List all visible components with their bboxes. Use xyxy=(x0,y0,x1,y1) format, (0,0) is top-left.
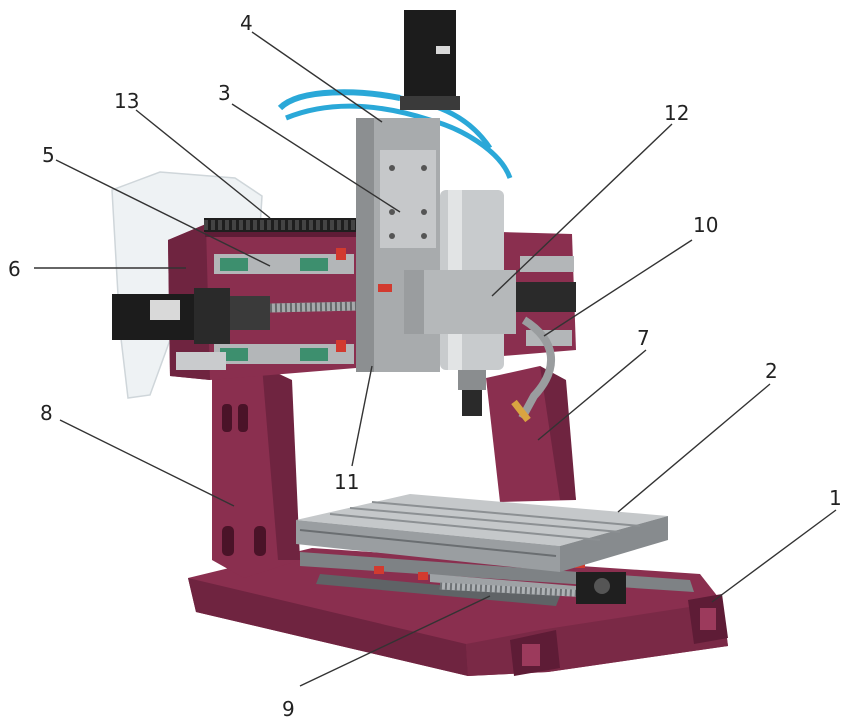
svg-text:11: 11 xyxy=(334,470,359,494)
x-linear-rail-upper xyxy=(214,248,354,274)
gantry-left-fittings xyxy=(176,236,226,370)
svg-text:8: 8 xyxy=(40,401,53,425)
callout-2: 2 xyxy=(617,359,778,513)
svg-text:7: 7 xyxy=(637,326,650,350)
svg-text:12: 12 xyxy=(664,101,689,125)
svg-text:5: 5 xyxy=(42,143,55,167)
svg-text:13: 13 xyxy=(114,89,139,113)
spindle xyxy=(404,190,516,416)
y-axis-rails xyxy=(300,552,694,606)
callout-7: 7 xyxy=(537,326,650,441)
callout-5: 5 xyxy=(42,143,271,267)
svg-text:9: 9 xyxy=(282,697,295,721)
callout-1: 1 xyxy=(711,486,841,603)
x-ballscrew xyxy=(269,301,361,313)
callout-3: 3 xyxy=(218,81,401,213)
callout-8: 8 xyxy=(40,401,235,507)
svg-text:3: 3 xyxy=(218,81,231,105)
callout-12: 12 xyxy=(491,101,689,297)
drag-chain xyxy=(204,218,356,232)
worktable xyxy=(296,494,668,572)
callout-4: 4 xyxy=(240,11,383,123)
x-servo-motor xyxy=(112,288,270,344)
x-linear-rail-lower xyxy=(214,340,354,364)
svg-text:10: 10 xyxy=(693,213,718,237)
svg-text:4: 4 xyxy=(240,11,253,35)
callouts: 1 2 3 4 5 6 7 8 xyxy=(8,11,841,721)
svg-text:2: 2 xyxy=(765,359,778,383)
callout-11: 11 xyxy=(334,365,373,494)
coolant-nozzle xyxy=(511,316,556,423)
z-stepper-motor xyxy=(400,10,460,110)
machine-illustration xyxy=(111,10,728,676)
callout-6: 6 xyxy=(8,257,186,281)
callout-10: 10 xyxy=(543,213,718,337)
callout-13: 13 xyxy=(114,89,271,219)
svg-text:1: 1 xyxy=(829,486,841,510)
gantry-right-parts xyxy=(516,256,576,346)
left-column xyxy=(212,366,300,578)
callout-9: 9 xyxy=(282,595,491,721)
right-column xyxy=(486,366,576,502)
svg-text:6: 6 xyxy=(8,257,21,281)
